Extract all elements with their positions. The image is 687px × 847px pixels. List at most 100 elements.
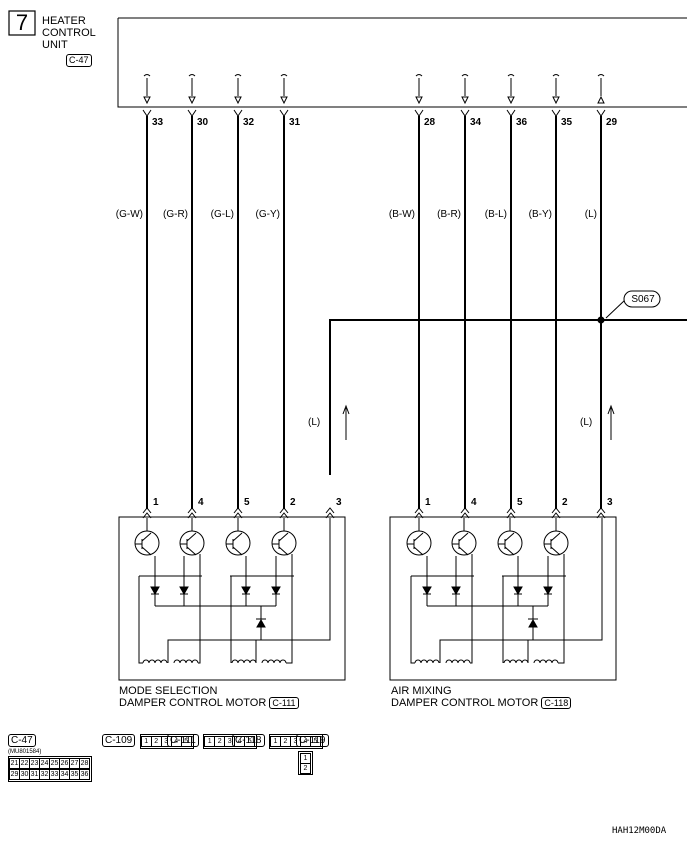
- connector-fork: [187, 109, 197, 117]
- terminal-mark: [143, 74, 151, 77]
- motor-pin-number: 4: [198, 497, 204, 508]
- connector-fork: [414, 507, 424, 514]
- motor-pin-number: 1: [425, 497, 431, 508]
- motor1-name-text: DAMPER CONTROL MOTOR: [119, 697, 267, 709]
- terminal-diode: [461, 96, 469, 105]
- top-pin-number: 35: [561, 117, 573, 128]
- unit-terminals: [143, 74, 605, 105]
- motor2-connector: C-118: [541, 697, 572, 709]
- connector-c119-label: C-119: [296, 734, 329, 747]
- wire-color-label: (B-W): [388, 209, 415, 220]
- connector-fork: [233, 512, 243, 519]
- transistor-leads: [452, 518, 469, 556]
- terminal-diode: [188, 96, 196, 105]
- connector-fork: [325, 512, 335, 519]
- connector-fork: [142, 109, 152, 117]
- coil-symbol: [503, 659, 529, 664]
- connector-fork: [551, 507, 561, 514]
- terminal-mark: [597, 74, 605, 77]
- terminal-diode: [507, 96, 515, 105]
- top-pin-number: 29: [606, 117, 618, 128]
- connector-fork: [279, 109, 289, 117]
- connector-fork: [506, 507, 516, 514]
- feed-wire-label-left: (L): [308, 417, 321, 428]
- motor1-name-line1: MODE SELECTION: [119, 685, 218, 697]
- zener-leads: [256, 606, 266, 640]
- terminal-mark: [552, 74, 560, 77]
- motor2-name-text: DAMPER CONTROL MOTOR: [391, 697, 539, 709]
- motor-pin-number: 5: [244, 497, 250, 508]
- unit-label-line3: UNIT: [42, 39, 68, 51]
- wire-color-label: (G-W): [115, 209, 143, 220]
- connector-fork: [142, 512, 152, 519]
- connector-fork: [551, 512, 561, 519]
- connector-fork: [596, 109, 606, 117]
- motor2-name-line1: AIR MIXING: [391, 685, 452, 697]
- terminal-mark: [280, 74, 288, 77]
- splice-point: [597, 316, 605, 324]
- connector-fork: [596, 507, 606, 514]
- terminal-diode: [280, 96, 288, 105]
- connector-c111-label: C-111: [167, 734, 199, 747]
- connector-c109-label: C-109: [102, 734, 136, 747]
- terminal-diode: [415, 96, 423, 105]
- motor-pin-number: 4: [471, 497, 477, 508]
- transistor-leads: [498, 518, 515, 556]
- transistor-leads: [180, 518, 197, 556]
- splice-label-frame: [623, 290, 661, 308]
- connector-fork: [142, 507, 152, 514]
- connector-fork: [460, 109, 470, 117]
- coil-symbol: [231, 659, 257, 664]
- internal-wiring: [410, 518, 603, 664]
- transistor-leads: [544, 518, 561, 556]
- page-number-box: [8, 10, 36, 36]
- motor2-name-line2: DAMPER CONTROL MOTOR C-118: [391, 697, 572, 709]
- splice-leader-line: [605, 299, 626, 319]
- terminal-diode: [234, 96, 242, 105]
- splice-feed-line: [329, 319, 687, 475]
- connector-c47-label: C-47: [8, 734, 36, 747]
- motor1-name-line2: DAMPER CONTROL MOTOR C-111: [119, 697, 299, 709]
- connector-fork: [187, 507, 197, 514]
- terminal-mark: [461, 74, 469, 77]
- coil-symbol: [533, 659, 559, 664]
- coil-symbol: [142, 659, 168, 664]
- diagram-code: HAH12M00DA: [612, 826, 667, 836]
- coil-symbol: [414, 659, 440, 664]
- feed-wire-label-right: (L): [580, 417, 593, 428]
- coil-symbol: [261, 659, 287, 664]
- unit-label-line1: HEATER: [42, 15, 86, 27]
- wire-color-label: (B-L): [484, 209, 507, 220]
- connector-c47-part: (MU801584): [8, 749, 42, 755]
- terminal-mark: [234, 74, 242, 77]
- motor-pin-number: 3: [336, 497, 342, 508]
- connector-fork: [460, 507, 470, 514]
- connector-fork: [279, 507, 289, 514]
- transistor-leads: [272, 518, 289, 556]
- direction-arrow-left: [342, 404, 350, 440]
- mode-selection-motor-box: [118, 516, 346, 681]
- wire-group: [142, 109, 606, 519]
- connector-fork: [506, 109, 516, 117]
- wire-color-label: (G-R): [163, 209, 188, 220]
- motor-pin-number: 1: [153, 497, 159, 508]
- motor-pin-number: 2: [562, 497, 568, 508]
- connector-pin-cell: 36: [79, 769, 90, 780]
- transistor-leads: [226, 518, 243, 556]
- top-pin-number: 30: [197, 117, 209, 128]
- terminal-diode: [143, 96, 151, 105]
- connector-fork: [233, 109, 243, 117]
- terminal-mark: [507, 74, 515, 77]
- terminal-mark: [188, 74, 196, 77]
- connector-fork: [187, 512, 197, 519]
- internal-wiring: [138, 518, 331, 664]
- connector-fork: [325, 507, 335, 514]
- motor-pin-number: 3: [607, 497, 613, 508]
